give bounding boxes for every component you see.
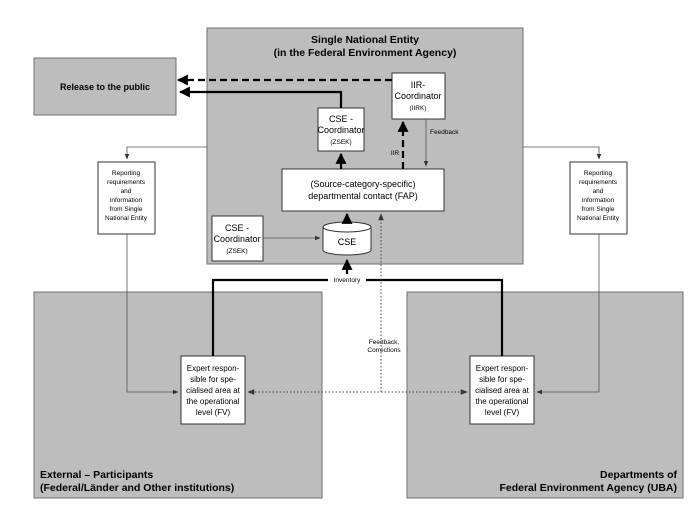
reporting-left-box (97, 161, 156, 235)
cse-coordinator-top-box (317, 107, 365, 152)
iir-coord-line2: Coordinator (394, 91, 441, 101)
cse-database (322, 221, 372, 256)
reporting-right-line: National Entity (577, 215, 620, 222)
fv-left-line: the operational (187, 397, 240, 406)
sne-title: Single National Entity (in the Federal E… (274, 34, 457, 59)
external-line1: External – Participants (40, 469, 153, 481)
reporting-left-line: National Entity (105, 215, 148, 222)
fap-line1: (Source-category-specific) (310, 179, 415, 189)
feedback-corrections-line2: Corrections (367, 347, 401, 354)
fap-line2: departmental contact (FAP) (308, 191, 418, 201)
iir-coord-line3: (IIRK) (410, 105, 427, 112)
departments-line1: Departments of (600, 469, 678, 481)
fv-left-text: Expert respon- sible for spe- cialised a… (186, 364, 241, 417)
fap-box (281, 168, 445, 212)
reporting-left-line: information (110, 197, 143, 204)
arrow-sne-to-reporting-right (523, 146, 602, 160)
fv-right-line: sible for spe- (479, 375, 525, 384)
fv-right-line: the operational (476, 397, 529, 406)
cse-coordinator-left-box (211, 215, 264, 262)
release-box (33, 57, 177, 116)
release-label: Release to the public (60, 82, 150, 92)
cse-top-line3: (ZSEK) (330, 139, 351, 146)
arrow-reporting-to-fv-left (126, 234, 179, 395)
reporting-right-box (569, 161, 628, 235)
arrow-sne-to-reporting-left (124, 146, 207, 160)
fv-right-box (469, 355, 535, 425)
iir-coordinator-box (391, 72, 446, 120)
reporting-left-line: Reporting (112, 170, 141, 177)
fv-left-line: level (FV) (196, 408, 231, 417)
feedback-label: Feedback (430, 129, 459, 136)
fv-right-text: Expert respon- sible for spe- cialised a… (475, 364, 530, 417)
uba-departments-box (406, 291, 684, 499)
reporting-right-line: Reporting (584, 170, 613, 177)
reporting-right-line: and (593, 188, 604, 195)
arrow-cse-coord-to-release (178, 86, 343, 108)
reporting-right-line: from Single (582, 206, 615, 213)
cse-coordinator-left-text: CSE - Coordinator (ZSEK) (213, 223, 260, 255)
cse-left-line3: (ZSEK) (226, 248, 247, 255)
reporting-right-text: Reporting requirements and information f… (577, 170, 620, 222)
reporting-left-line: requirements (107, 179, 146, 186)
fv-right-line: Expert respon- (476, 364, 529, 373)
fv-left-line: sible for spe- (190, 375, 236, 384)
cse-top-line1: CSE - (329, 114, 353, 124)
cse-db-label: CSE (338, 237, 357, 247)
reporting-left-text: Reporting requirements and information f… (105, 170, 148, 222)
external-line2: (Federal/Länder and Other institutions) (40, 482, 234, 494)
fv-right-line: cialised area at (475, 386, 530, 395)
inventory-label: Inventory (334, 277, 361, 284)
iir-coord-line1: IIR- (411, 80, 426, 90)
feedback-corrections-line1: Feedback, (369, 339, 400, 346)
sne-title-line1: Single National Entity (311, 34, 419, 46)
iir-label: IIR (391, 150, 400, 157)
arrow-reporting-to-fv-right (536, 234, 600, 395)
inventory-label-bg (328, 274, 366, 285)
reporting-right-line: information (582, 197, 615, 204)
fv-left-line: cialised area at (186, 386, 241, 395)
cse-left-line1: CSE - (225, 223, 249, 233)
external-participants-title: External – Participants (Federal/Länder … (40, 469, 234, 494)
reporting-left-line: and (121, 188, 132, 195)
cse-top-line2: Coordinator (317, 125, 364, 135)
cse-coordinator-top-text: CSE - Coordinator (ZSEK) (317, 114, 364, 146)
fv-left-line: Expert respon- (187, 364, 240, 373)
uba-departments-title: Departments of Federal Environment Agenc… (499, 469, 677, 494)
reporting-left-line: from Single (110, 206, 143, 213)
cse-left-line2: Coordinator (213, 234, 260, 244)
fv-right-line: level (FV) (485, 408, 520, 417)
fv-left-box (180, 355, 246, 425)
iir-coordinator-text: IIR- Coordinator (IIRK) (394, 80, 441, 112)
fap-text: (Source-category-specific) departmental … (308, 179, 418, 201)
sne-title-line2: (in the Federal Environment Agency) (274, 47, 457, 59)
departments-line2: Federal Environment Agency (UBA) (499, 482, 677, 494)
external-participants-box (33, 291, 323, 499)
reporting-right-line: requirements (579, 179, 618, 186)
